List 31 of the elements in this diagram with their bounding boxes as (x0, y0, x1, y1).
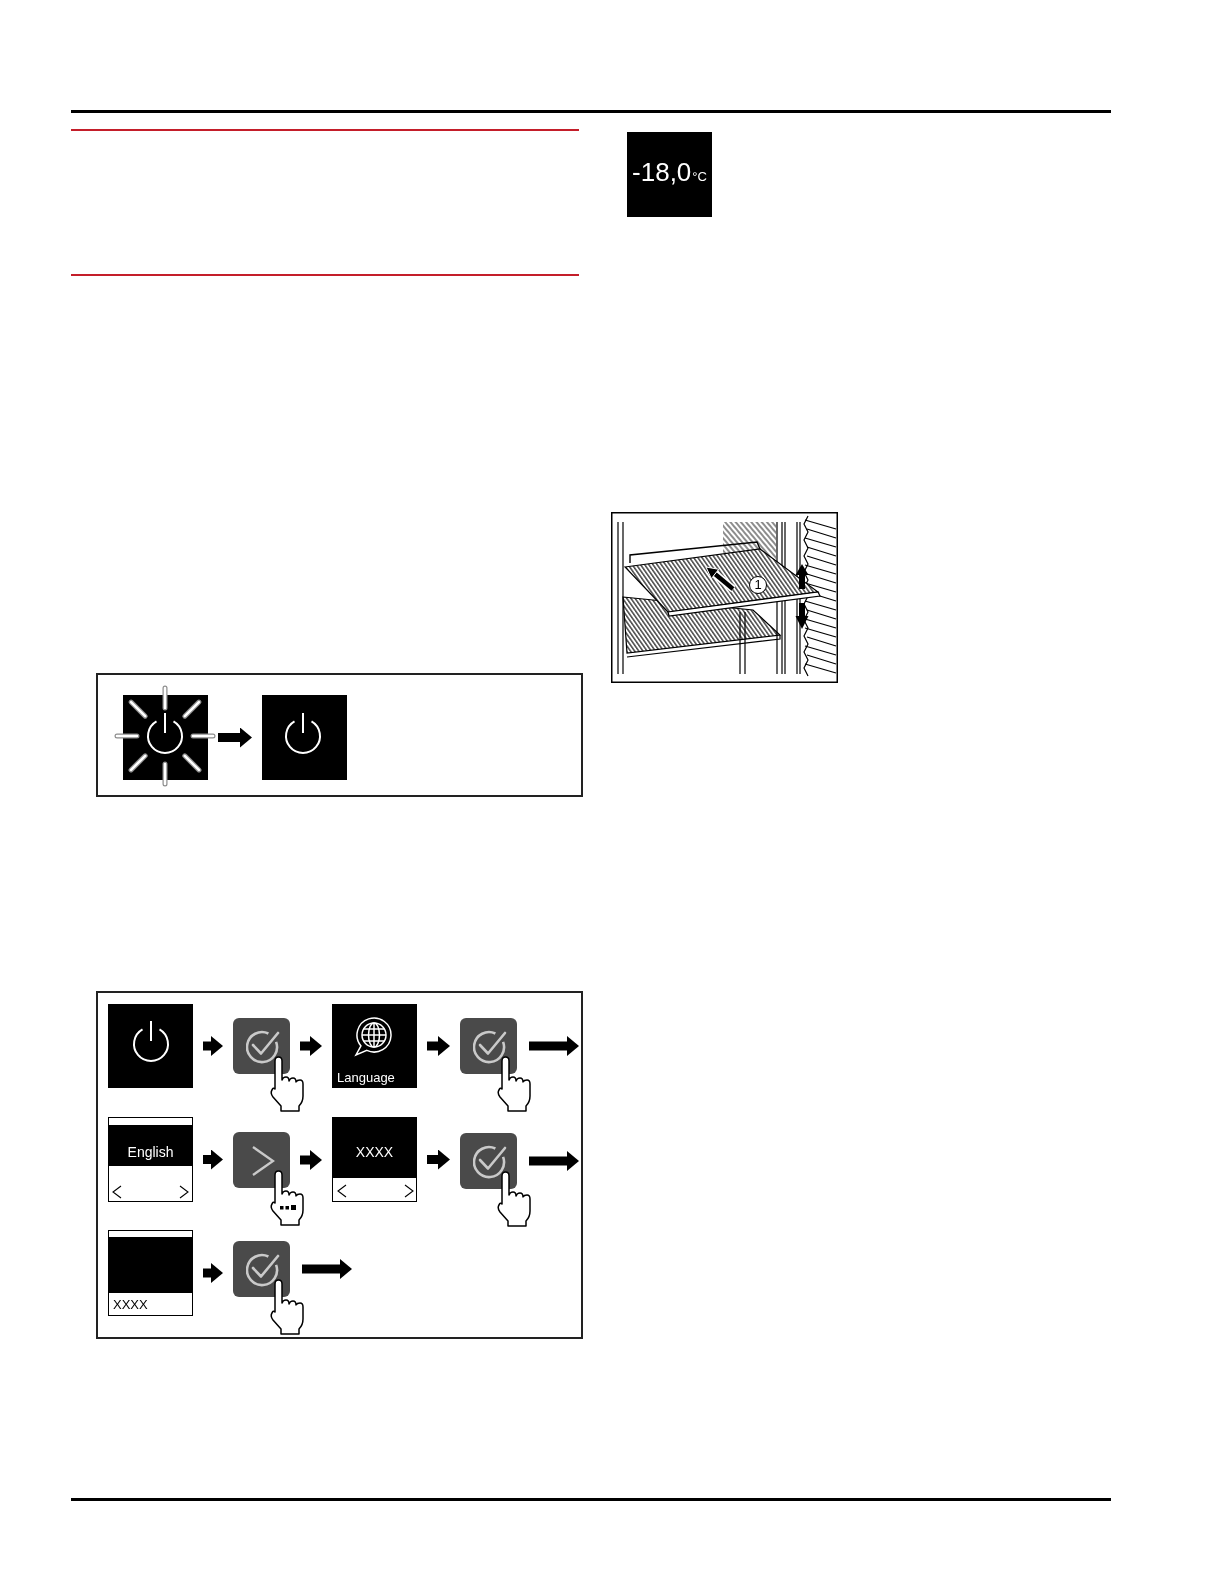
arrow (300, 1150, 322, 1170)
arrow (529, 1151, 579, 1171)
display-screen (108, 1117, 193, 1202)
arrow (218, 727, 252, 748)
screen-text: XXXX (113, 1298, 148, 1313)
display-screen (108, 1004, 193, 1088)
arrow (427, 1149, 450, 1170)
temperature-display (627, 132, 712, 217)
display-screen (262, 695, 347, 780)
figure-frame (96, 991, 583, 1339)
arrow (300, 1036, 322, 1056)
screen-text: XXXX (355, 1144, 394, 1161)
touch-key (233, 1241, 290, 1297)
arrow (203, 1149, 223, 1170)
arrow (529, 1036, 579, 1056)
display-screen (108, 1230, 193, 1316)
touch-key (460, 1018, 517, 1074)
screen-text: English (127, 1144, 174, 1161)
arrow (427, 1036, 450, 1056)
temperature-value: -18,0 (632, 158, 692, 188)
touch-key (233, 1018, 290, 1074)
touch-key (460, 1133, 517, 1189)
display-screen (332, 1117, 417, 1202)
screen-text: Language (337, 1071, 395, 1086)
figure-frame (96, 673, 583, 797)
arrow (302, 1259, 352, 1279)
unit-text: °C (692, 170, 707, 185)
arrow (203, 1036, 223, 1056)
display-screen (332, 1004, 417, 1088)
touch-key (233, 1132, 290, 1188)
arrow (203, 1263, 223, 1283)
